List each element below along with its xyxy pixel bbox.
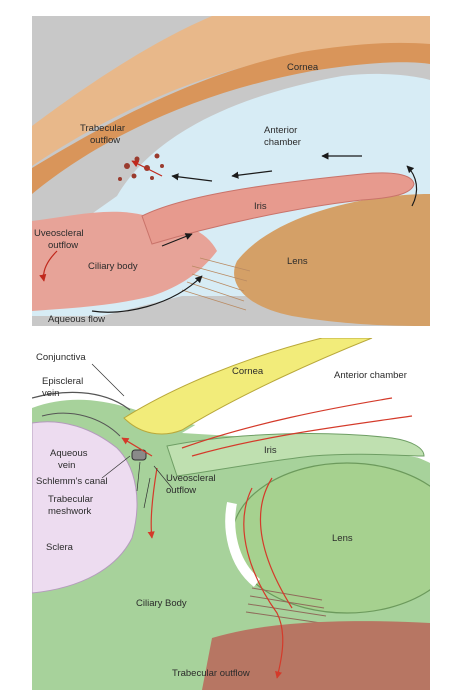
label-ciliary-body-bottom: Ciliary Body <box>136 598 187 609</box>
label-aqueous-vein: Aqueous <box>50 448 88 459</box>
top-anatomy-panel: Cornea Trabecular outflow Anterior chamb… <box>32 16 430 326</box>
label-trabecular-meshwork: Trabecular <box>48 494 93 505</box>
bottom-anatomy-svg: Conjunctiva Episcleral vein Cornea Anter… <box>32 338 430 690</box>
label-sclera: Sclera <box>46 542 74 553</box>
label-trabecular-outflow-2: outflow <box>90 135 120 146</box>
label-trabecular-outflow: Trabecular <box>80 123 125 134</box>
label-conjunctiva: Conjunctiva <box>36 352 86 363</box>
label-aqueous-flow: Aqueous flow <box>48 314 105 325</box>
label-trabecular-outflow-bottom: Trabecular outflow <box>172 668 250 679</box>
label-uveoscleral-outflow-bottom: Uveoscleral <box>166 473 216 484</box>
label-anterior-chamber: Anterior <box>264 125 297 136</box>
label-cornea-bottom: Cornea <box>232 366 264 377</box>
label-anterior-chamber-2: chamber <box>264 137 301 148</box>
bottom-anatomy-panel: Conjunctiva Episcleral vein Cornea Anter… <box>32 338 430 690</box>
label-uveoscleral-outflow: Uveoscleral <box>34 228 84 239</box>
label-aqueous-vein-2: vein <box>58 460 75 471</box>
label-uveoscleral-outflow-bottom-2: outflow <box>166 485 196 496</box>
label-cornea: Cornea <box>287 62 319 73</box>
label-schlemms-canal: Schlemm's canal <box>36 476 108 487</box>
label-uveoscleral-outflow-2: outflow <box>48 240 78 251</box>
label-iris-bottom: Iris <box>264 445 277 456</box>
label-episcleral-vein-2: vein <box>42 388 59 399</box>
top-anatomy-svg: Cornea Trabecular outflow Anterior chamb… <box>32 16 430 326</box>
label-anterior-chamber-bottom: Anterior chamber <box>334 370 407 381</box>
label-episcleral-vein: Episcleral <box>42 376 83 387</box>
label-lens: Lens <box>287 256 308 267</box>
label-trabecular-meshwork-2: meshwork <box>48 506 92 517</box>
label-iris: Iris <box>254 201 267 212</box>
label-lens-bottom: Lens <box>332 533 353 544</box>
label-ciliary-body: Ciliary body <box>88 261 138 272</box>
